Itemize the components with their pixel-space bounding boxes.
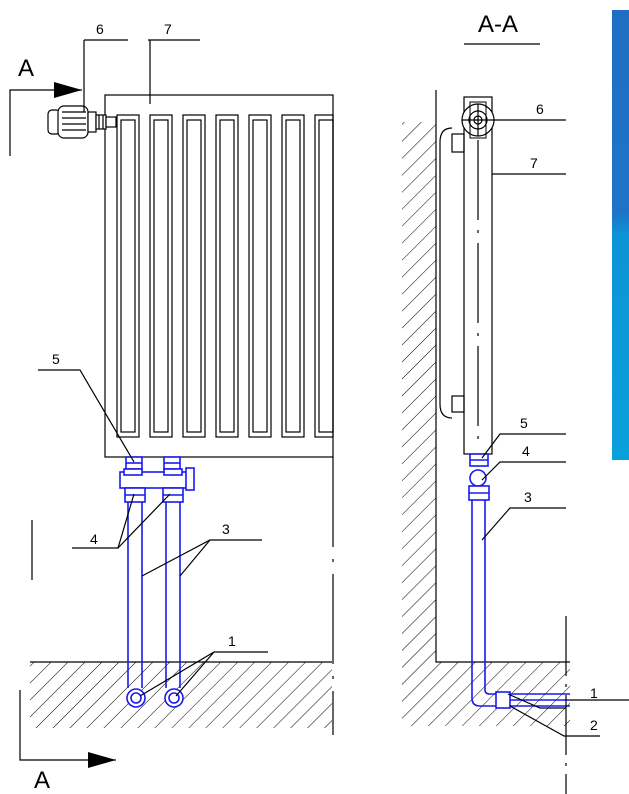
section-view: A-A	[402, 11, 629, 794]
side-accent-bar	[612, 10, 629, 460]
callout-5-front: 5	[52, 351, 60, 367]
callout-5-section: 5	[520, 415, 528, 431]
front-view: A A	[9, 21, 334, 794]
section-title: A-A	[478, 11, 518, 38]
section-mark-top: A	[9, 55, 82, 156]
wall-bracket	[439, 127, 465, 419]
callout-1-front: 1	[228, 633, 236, 649]
callout-3-front: 3	[222, 521, 230, 537]
thermostatic-valve-icon	[461, 101, 495, 139]
callout-7-front: 7	[164, 21, 172, 37]
callout-3-section: 3	[524, 489, 532, 505]
wall-hatch	[402, 122, 436, 662]
section-label-bottom: A	[34, 767, 50, 794]
wall-floor-line	[435, 90, 570, 663]
connection-pipes-front	[119, 456, 195, 708]
callout-1-section: 1	[590, 685, 598, 701]
callout-4-front: 4	[90, 531, 98, 547]
callout-7-section: 7	[530, 155, 538, 171]
section-label-top: A	[18, 55, 34, 82]
radiator-sections	[116, 114, 334, 438]
leaders-front	[38, 39, 268, 697]
thermostatic-head-icon	[47, 105, 117, 139]
callout-2-section: 2	[590, 717, 598, 733]
callout-6-section: 6	[536, 101, 544, 117]
leaders-section	[481, 119, 629, 794]
callout-6-front: 6	[96, 21, 104, 37]
section-mark-bottom: A	[19, 690, 116, 794]
callout-4-section: 4	[522, 443, 530, 459]
